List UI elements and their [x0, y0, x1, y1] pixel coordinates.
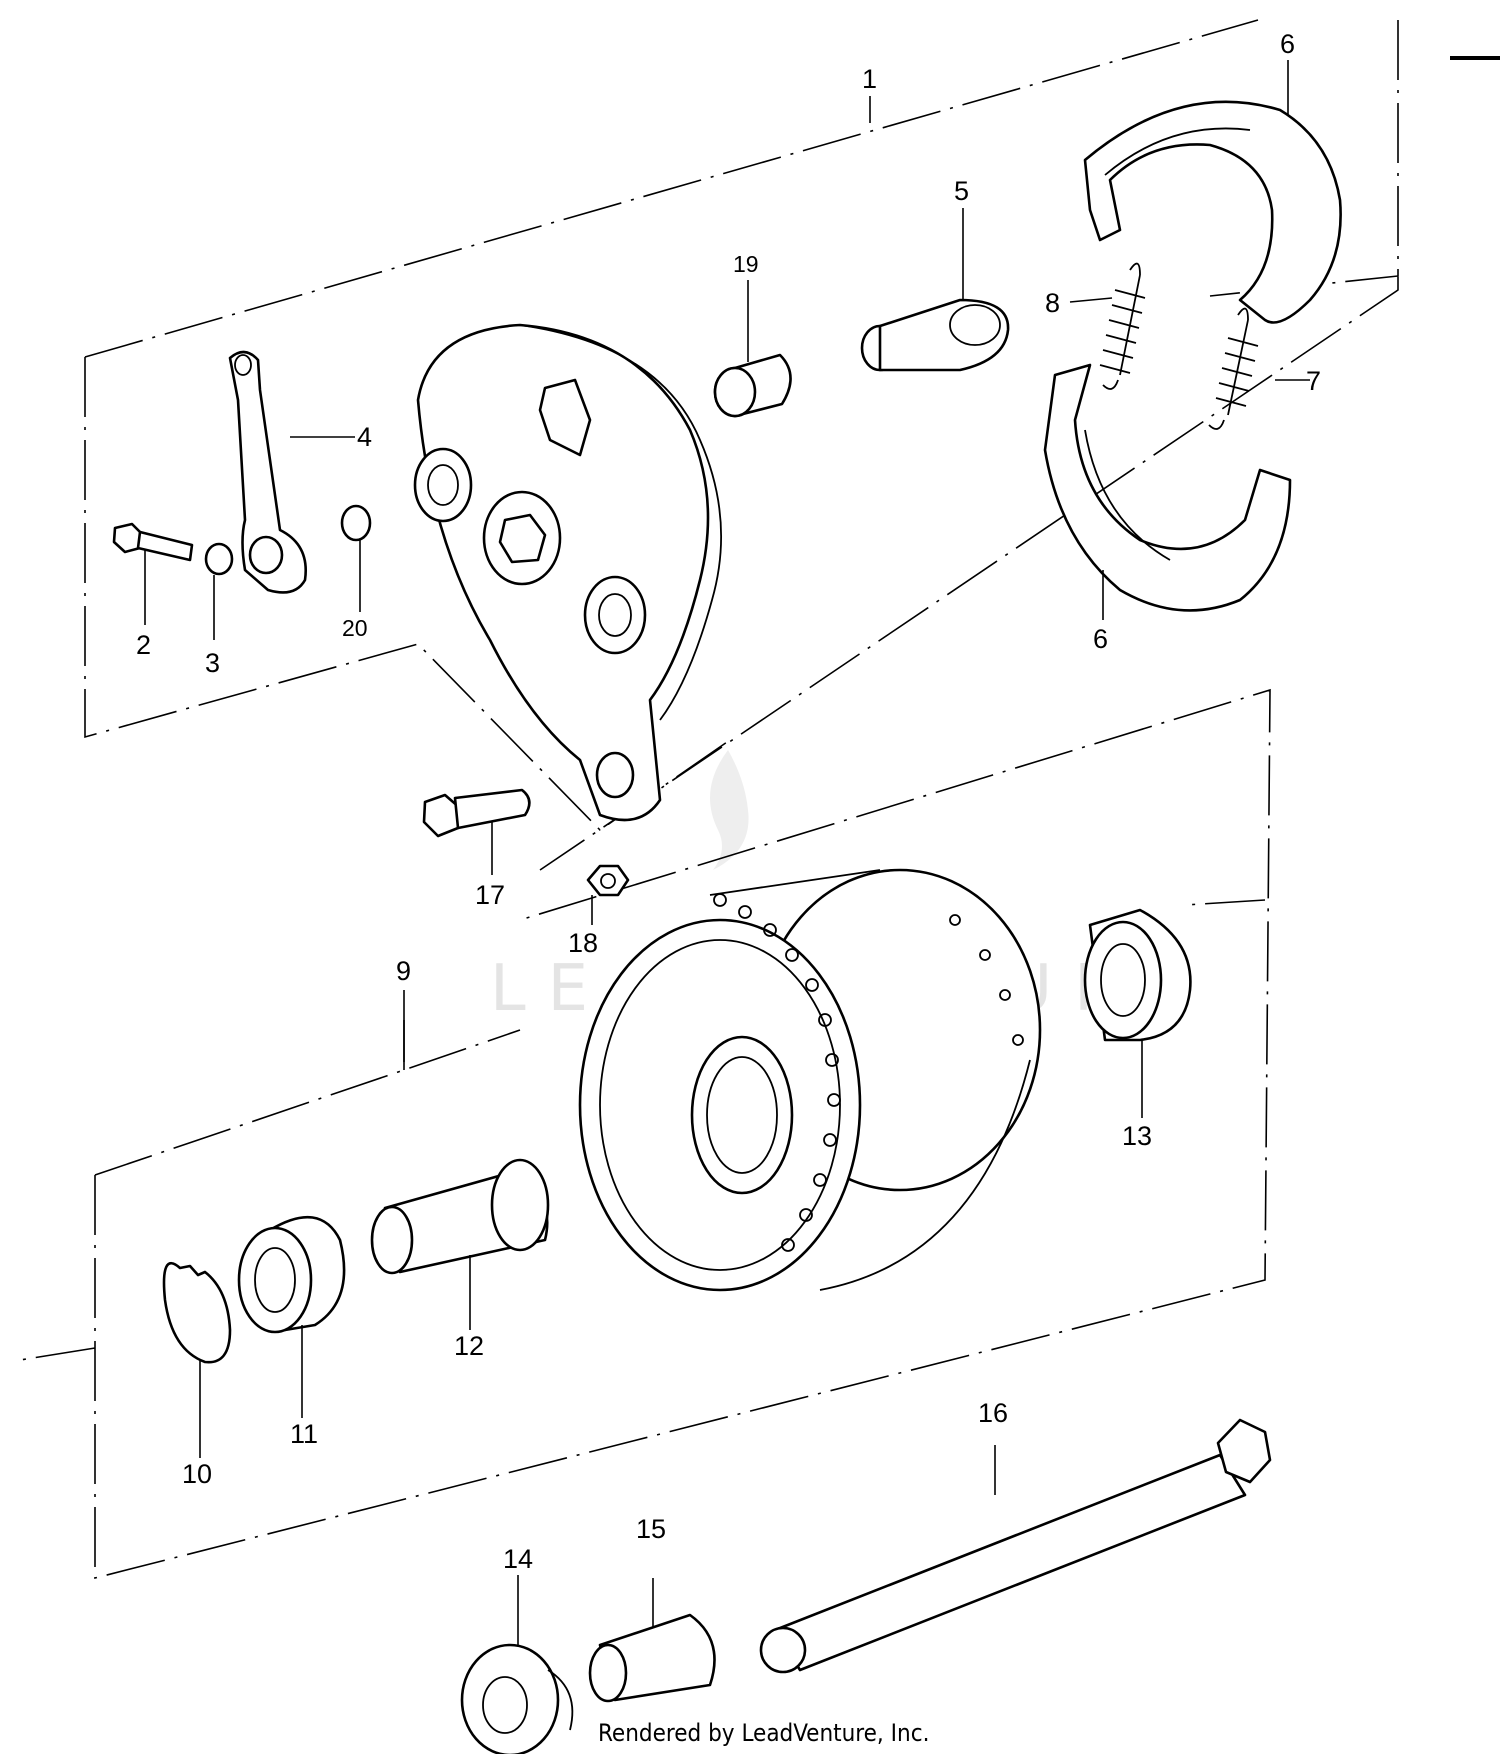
axle	[759, 1418, 1272, 1674]
callout-1: 1	[862, 64, 877, 94]
brake-cam-lever	[228, 350, 307, 594]
circlip	[162, 1261, 232, 1364]
axle-collar	[588, 1613, 716, 1703]
callout-20: 20	[342, 615, 368, 641]
group-outline-brake-panel	[84, 19, 1399, 871]
panel-bolt	[422, 788, 531, 838]
callout-3: 3	[205, 648, 220, 678]
callout-11: 11	[290, 1419, 318, 1449]
callout-14: 14	[503, 1544, 533, 1574]
panel-nut	[586, 864, 630, 897]
shoe-spring-8	[1099, 262, 1146, 390]
callout-9: 9	[396, 956, 411, 986]
callout-17: 17	[475, 880, 505, 910]
render-credit: Rendered by LeadVenture, Inc.	[598, 1719, 930, 1747]
callout-18: 18	[568, 928, 598, 958]
callout-6-lower: 6	[1093, 624, 1108, 654]
bearing-right	[1083, 908, 1192, 1042]
callout-12: 12	[454, 1331, 484, 1361]
hub-spacer	[370, 1158, 550, 1275]
callout-6-upper: 6	[1280, 29, 1295, 59]
callout-labels: 1 2 3 4 5 6 6 7 8 9 10 11 12 13 14 15 16…	[136, 29, 1321, 1574]
leader-lines	[144, 60, 1310, 1645]
callout-7: 7	[1306, 366, 1321, 396]
callout-15: 15	[636, 1514, 666, 1544]
shoe-spring-7	[1208, 307, 1259, 430]
hub-dust-cap	[460, 1643, 574, 1754]
callout-16: 16	[978, 1398, 1008, 1428]
brake-cam	[860, 298, 1010, 372]
callout-19: 19	[733, 251, 759, 277]
cam-collar	[713, 353, 792, 418]
brake-shoe-upper	[1083, 100, 1342, 324]
bearing-left	[237, 1215, 346, 1334]
lever-bolt	[112, 522, 194, 562]
brake-panel	[413, 323, 723, 822]
callout-2: 2	[136, 630, 151, 660]
o-ring	[340, 504, 372, 542]
spoke-holes	[713, 893, 1024, 1252]
corner-tick-mark	[1450, 56, 1500, 60]
callout-5: 5	[954, 176, 969, 206]
callout-13: 13	[1122, 1121, 1152, 1151]
brake-shoe-lower	[1043, 363, 1292, 612]
wheel-hub	[578, 868, 1042, 1292]
callout-4: 4	[357, 422, 372, 452]
lever-washer	[204, 542, 234, 576]
callout-8: 8	[1045, 288, 1060, 318]
callout-10: 10	[182, 1459, 212, 1489]
